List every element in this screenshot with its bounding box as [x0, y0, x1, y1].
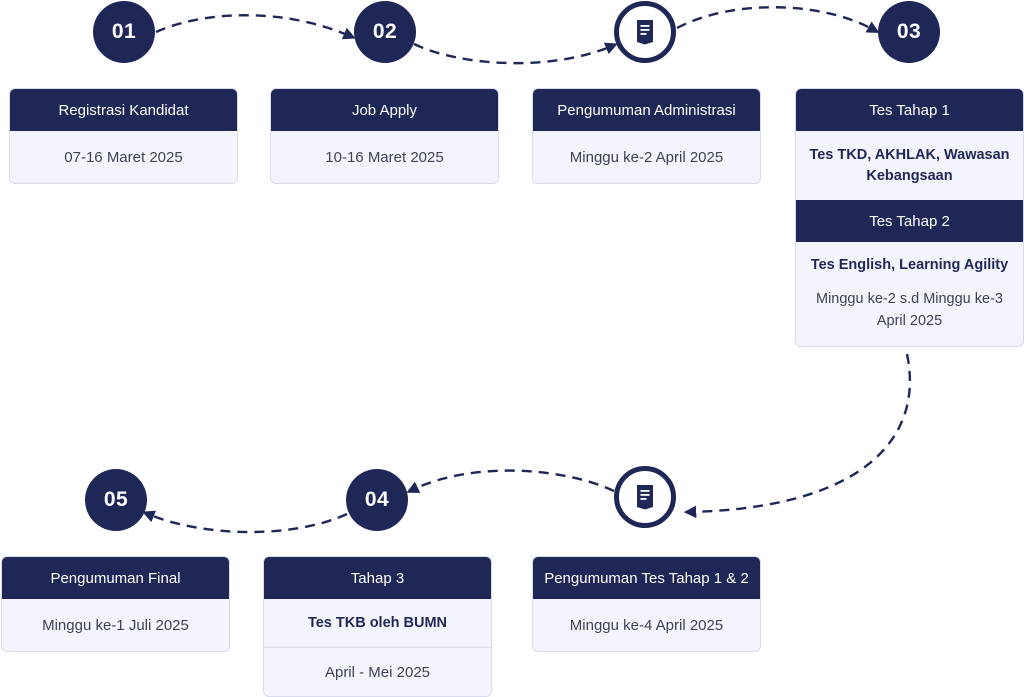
document-icon	[637, 485, 653, 510]
card-tes-tahap: Tes Tahap 1 Tes TKD, AKHLAK, Wawasan Keb…	[795, 88, 1024, 347]
connector-03-announce	[683, 353, 912, 519]
card-date: 07-16 Maret 2025	[64, 148, 183, 166]
card-title: Pengumuman Administrasi	[533, 89, 760, 131]
step-number: 04	[364, 488, 390, 511]
tahap-date: Minggu ke-2 s.d Minggu ke-3 April 2025	[816, 291, 1003, 329]
card-title-tahap-2: Tes Tahap 2	[796, 200, 1023, 242]
tahap-2-description: Tes English, Learning Agility	[810, 257, 1009, 273]
card-pengumuman-administrasi: Pengumuman Administrasi Minggu ke-2 Apri…	[532, 88, 761, 184]
card-date: April - Mei 2025	[324, 663, 431, 681]
test-announcement-circle	[614, 466, 676, 528]
card-tahap-3: Tahap 3 Tes TKB oleh BUMN April - Mei 20…	[263, 556, 492, 697]
step-number: 03	[896, 20, 922, 43]
card-date: Minggu ke-4 April 2025	[569, 616, 724, 634]
administration-announcement-circle	[614, 1, 676, 63]
card-title-tahap-1: Tes Tahap 1	[796, 89, 1023, 131]
tahap-3-description: Tes TKB oleh BUMN	[307, 614, 448, 631]
step-01-circle: 01	[93, 1, 155, 63]
connector-02-admin	[413, 42, 618, 65]
step-number: 02	[372, 20, 398, 43]
card-registrasi-kandidat: Registrasi Kandidat 07-16 Maret 2025	[9, 88, 238, 184]
step-03-circle: 03	[878, 1, 940, 63]
step-04-circle: 04	[346, 469, 408, 531]
card-title: Registrasi Kandidat	[10, 89, 237, 131]
step-number: 01	[111, 20, 137, 43]
document-icon	[637, 20, 653, 45]
card-date: Minggu ke-1 Juli 2025	[42, 616, 189, 634]
card-title: Tahap 3	[264, 557, 491, 599]
tahap-1-description: Tes TKD, AKHLAK, Wawasan Kebangsaan	[809, 146, 1010, 184]
card-title: Job Apply	[271, 89, 498, 131]
connector-04-05	[142, 510, 348, 534]
card-pengumuman-tes-tahap: Pengumuman Tes Tahap 1 & 2 Minggu ke-4 A…	[532, 556, 761, 652]
tahap-1-body: Tes TKD, AKHLAK, Wawasan Kebangsaan	[796, 131, 1023, 200]
connector-01-02	[155, 14, 356, 40]
tahap-3-body: Tes TKB oleh BUMN	[264, 599, 491, 647]
card-date: 10-16 Maret 2025	[325, 148, 444, 166]
connector-announce-04	[406, 469, 615, 493]
card-date: Minggu ke-2 April 2025	[569, 148, 724, 166]
step-02-circle: 02	[354, 1, 416, 63]
step-05-circle: 05	[85, 469, 147, 531]
step-number: 05	[103, 488, 129, 511]
card-title: Pengumuman Final	[2, 557, 229, 599]
connector-admin-03	[676, 6, 880, 34]
card-title: Pengumuman Tes Tahap 1 & 2	[533, 557, 760, 599]
tahap-2-body: Tes English, Learning Agility Minggu ke-…	[796, 242, 1023, 346]
card-divider	[264, 647, 491, 648]
card-pengumuman-final: Pengumuman Final Minggu ke-1 Juli 2025	[1, 556, 230, 652]
card-job-apply: Job Apply 10-16 Maret 2025	[270, 88, 499, 184]
